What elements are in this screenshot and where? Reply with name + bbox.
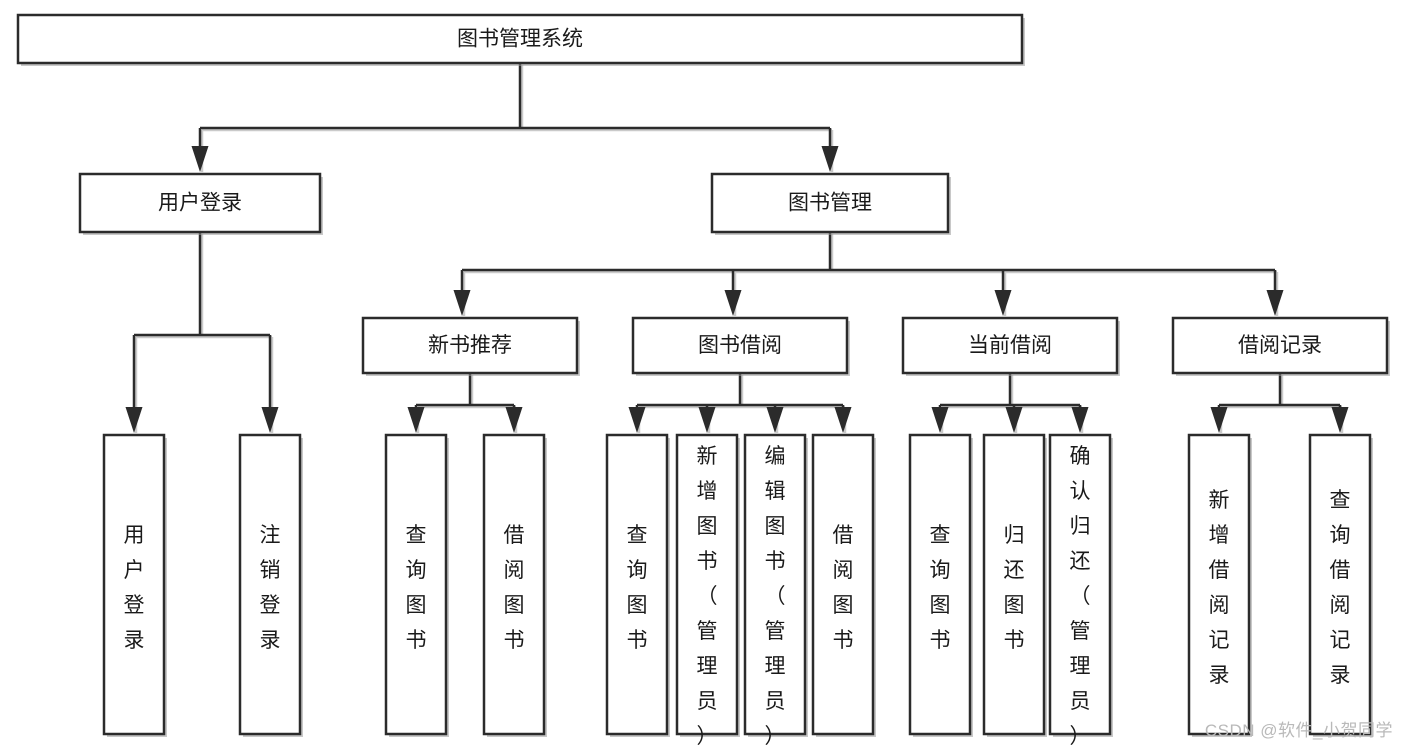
node-label: 新书推荐 (428, 334, 512, 357)
node-label: 查询借阅记录 (1330, 489, 1351, 687)
node-label: 图书管理 (788, 192, 872, 215)
node-box[interactable] (982, 433, 1046, 736)
node-box[interactable] (1308, 433, 1372, 736)
node-book-manage[interactable]: 图书管理 (710, 172, 951, 235)
node-label: 查询图书 (406, 524, 427, 652)
connector-book-borrow (628, 373, 852, 433)
connector-user-login (125, 232, 279, 433)
node-new-book-recommend[interactable]: 新书推荐 (361, 316, 580, 376)
connector-root (191, 63, 839, 172)
node-label: 用户登录 (124, 524, 145, 652)
node-leaf-return-book[interactable]: 归还图书 (982, 433, 1047, 737)
node-box[interactable] (1171, 316, 1389, 375)
node-label: 借阅记录 (1238, 334, 1322, 357)
arrow-head-icon (994, 290, 1012, 316)
node-box[interactable] (710, 172, 950, 234)
connector-layer (125, 63, 1349, 433)
node-box[interactable] (78, 172, 322, 234)
arrow-head-icon (1266, 290, 1284, 316)
node-box[interactable] (811, 433, 875, 736)
node-leaf-user-logout[interactable]: 注销登录 (238, 433, 303, 737)
node-label: 查询图书 (930, 524, 951, 652)
arrow-head-icon (453, 290, 471, 316)
arrow-head-icon (834, 407, 852, 433)
connector-shadow (462, 234, 1279, 316)
node-box[interactable] (361, 316, 579, 375)
node-box[interactable] (238, 433, 302, 736)
node-box[interactable] (384, 433, 448, 736)
arrow-head-icon (1005, 407, 1023, 433)
connector-book-manage (453, 232, 1284, 316)
node-label: 归还图书 (1004, 524, 1025, 652)
node-label: 借阅图书 (504, 524, 525, 652)
arrow-head-icon (407, 407, 425, 433)
arrow-head-icon (931, 407, 949, 433)
node-box[interactable] (901, 316, 1119, 375)
node-leaf-add-borrow-record[interactable]: 新增借阅记录 (1187, 433, 1252, 737)
node-box[interactable] (743, 433, 807, 736)
node-book-borrow[interactable]: 图书借阅 (631, 316, 850, 376)
node-leaf-borrow-book[interactable]: 借阅图书 (811, 433, 876, 737)
node-label: 查询图书 (627, 524, 648, 652)
node-label: 确认归还（管理员） (1070, 445, 1091, 747)
arrow-head-icon (125, 407, 143, 433)
arrow-head-icon (505, 407, 523, 433)
node-leaf-query-borrow-record[interactable]: 查询借阅记录 (1308, 433, 1373, 737)
node-label: 图书借阅 (698, 334, 782, 357)
node-leaf-user-login[interactable]: 用户登录 (102, 433, 167, 737)
node-box[interactable] (102, 433, 166, 736)
arrow-head-icon (724, 290, 742, 316)
node-borrow-record[interactable]: 借阅记录 (1171, 316, 1390, 376)
node-leaf-query-book-current[interactable]: 查询图书 (908, 433, 973, 737)
node-box[interactable] (1048, 433, 1112, 736)
arrow-head-icon (628, 407, 646, 433)
connector-shadow (200, 65, 834, 172)
node-label: 用户登录 (158, 192, 242, 215)
connector-borrow-record (1210, 373, 1349, 433)
arrow-head-icon (261, 407, 279, 433)
node-label: 注销登录 (260, 524, 281, 652)
node-label: 编辑图书（管理员） (765, 445, 786, 747)
node-box[interactable] (675, 433, 739, 736)
arrow-head-icon (1071, 407, 1089, 433)
node-box[interactable] (16, 13, 1024, 65)
node-label: 借阅图书 (833, 524, 854, 652)
node-user-login[interactable]: 用户登录 (78, 172, 323, 235)
node-box[interactable] (482, 433, 546, 736)
node-label: 图书管理系统 (457, 28, 583, 51)
node-current-borrow[interactable]: 当前借阅 (901, 316, 1120, 376)
connector-new-book-recommend (407, 373, 523, 433)
node-box[interactable] (631, 316, 849, 375)
node-box[interactable] (1187, 433, 1251, 736)
arrow-head-icon (766, 407, 784, 433)
arrow-head-icon (821, 146, 839, 172)
node-box[interactable] (605, 433, 669, 736)
node-label: 新增借阅记录 (1209, 489, 1230, 687)
node-leaf-query-book-borrow[interactable]: 查询图书 (605, 433, 670, 737)
node-leaf-borrow-book-recommend[interactable]: 借阅图书 (482, 433, 547, 737)
node-label: 新增图书（管理员） (697, 445, 718, 747)
node-layer: 图书管理系统用户登录图书管理新书推荐图书借阅当前借阅借阅记录用户登录注销登录查询… (16, 13, 1390, 747)
arrow-head-icon (698, 407, 716, 433)
connector-shadow (134, 234, 274, 433)
node-root[interactable]: 图书管理系统 (16, 13, 1025, 66)
node-label: 当前借阅 (968, 334, 1052, 357)
node-leaf-add-book[interactable]: 新增图书（管理员） (675, 433, 740, 747)
node-leaf-edit-book[interactable]: 编辑图书（管理员） (743, 433, 808, 747)
arrow-head-icon (1331, 407, 1349, 433)
node-leaf-confirm-return[interactable]: 确认归还（管理员） (1048, 433, 1113, 747)
node-leaf-query-book-recommend[interactable]: 查询图书 (384, 433, 449, 737)
arrow-head-icon (1210, 407, 1228, 433)
node-box[interactable] (908, 433, 972, 736)
arrow-head-icon (191, 146, 209, 172)
connector-current-borrow (931, 373, 1089, 433)
